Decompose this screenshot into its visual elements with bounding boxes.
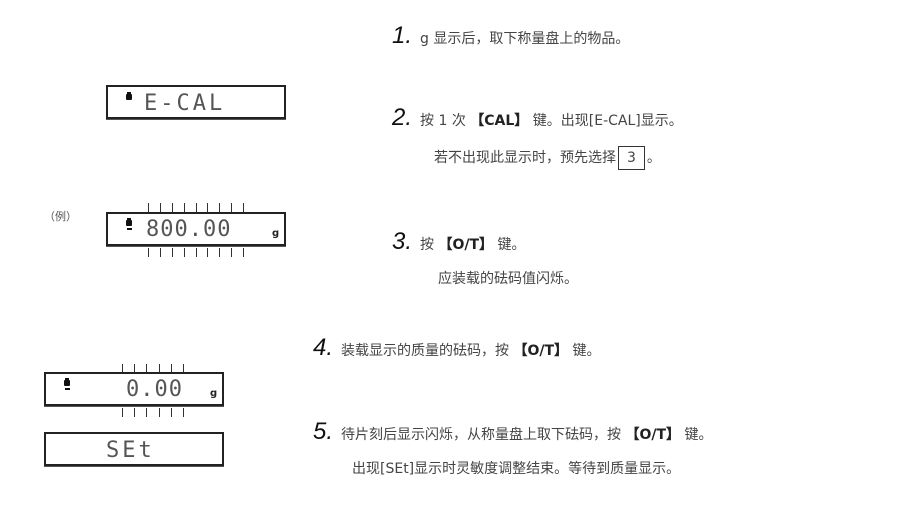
step-text: 按 (420, 237, 439, 253)
blink-marks-top (148, 203, 244, 212)
step-text: 应装载的砝码值闪烁。 (438, 271, 578, 287)
step-text: 若不出现此显示时，预先选择 (434, 150, 616, 166)
lcd-display-weight: 800.00 g (106, 212, 286, 246)
blink-marks-bottom (148, 248, 244, 257)
step-text: 出现[SEt]显示时灵敏度调整结束。等待到质量显示。 (352, 461, 681, 477)
step-number: 3. (392, 228, 413, 255)
ot-key-label: 【O/T】 (438, 237, 494, 253)
lcd-text: SEt (106, 438, 155, 463)
step-text: 键。出现[E-CAL]显示。 (528, 113, 683, 129)
lcd-display-set: SEt (44, 432, 224, 466)
unit-label: g (272, 228, 280, 239)
weight-icon (64, 378, 70, 390)
unit-label: g (210, 388, 218, 399)
step-number: 2. (392, 104, 413, 131)
lcd-text: E-CAL (144, 91, 226, 116)
step-number: 1. (392, 22, 413, 49)
ot-key-label: 【O/T】 (625, 427, 681, 443)
step-3: 3. 按 【O/T】 键。 (392, 228, 526, 256)
lcd-text: 0.00 (126, 377, 183, 402)
example-label: （例） (44, 210, 77, 223)
step-number: 4. (313, 334, 334, 361)
weight-icon (126, 92, 132, 100)
step-1: 1. g 显示后，取下称量盘上的物品。 (392, 22, 629, 50)
blink-marks-bottom (122, 408, 184, 417)
step-5: 5. 待片刻后显示闪烁，从称量盘上取下砝码，按 【O/T】 键。 (313, 418, 713, 446)
step-text: 装载显示的质量的砝码，按 (341, 343, 514, 359)
weight-icon (126, 218, 132, 230)
step-text: 键。 (680, 427, 713, 443)
step-text: 按 1 次 (420, 113, 471, 129)
step-4: 4. 装载显示的质量的砝码，按 【O/T】 键。 (313, 334, 601, 362)
lcd-display-zero: 0.00 g (44, 372, 224, 406)
lcd-display-ecal: E-CAL (106, 85, 286, 119)
step-number: 5. (313, 418, 334, 445)
step-text: 待片刻后显示闪烁，从称量盘上取下砝码，按 (341, 427, 626, 443)
step-text: 。 (646, 150, 661, 166)
step-text: g 显示后，取下称量盘上的物品。 (420, 31, 630, 47)
cal-key-label: 【CAL】 (470, 113, 529, 129)
step-text: 键。 (493, 237, 526, 253)
ot-key-label: 【O/T】 (513, 343, 569, 359)
blink-marks-top (122, 364, 184, 373)
option-box: 3 (618, 146, 645, 170)
step-text: 键。 (568, 343, 601, 359)
step-5-line-2: 出现[SEt]显示时灵敏度调整结束。等待到质量显示。 (352, 458, 680, 478)
step-2: 2. 按 1 次 【CAL】 键。出现[E-CAL]显示。 (392, 104, 683, 132)
lcd-text: 800.00 (146, 217, 232, 242)
step-3-line-2: 应装载的砝码值闪烁。 (438, 268, 578, 288)
